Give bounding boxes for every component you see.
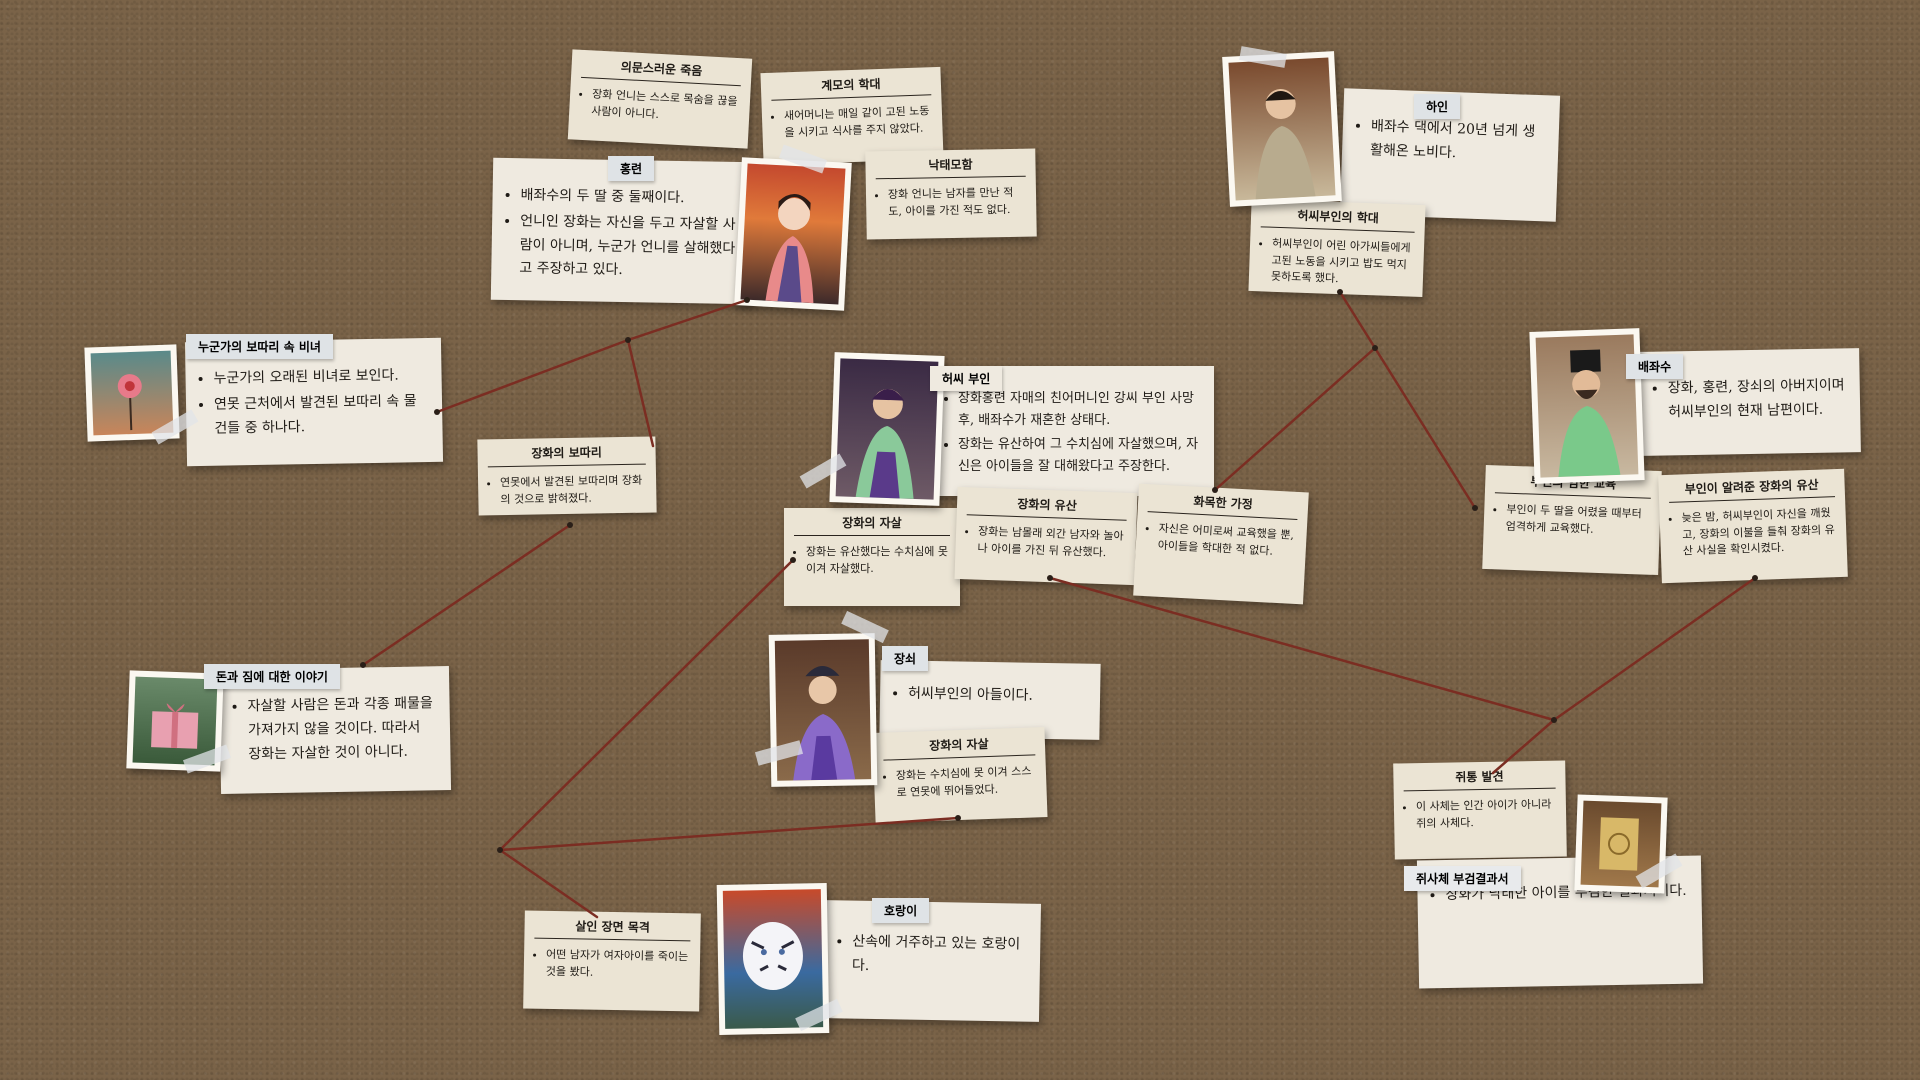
pin (955, 815, 961, 821)
pin (1372, 345, 1378, 351)
autopsy-document-photo[interactable] (1574, 794, 1668, 894)
card-title: 허씨부인의 학대 (1260, 199, 1416, 233)
string-hub-hongryeon (626, 298, 749, 342)
card-item: 장화 언니는 남자를 만난 적도, 아이를 가진 적도 없다. (888, 185, 1027, 220)
card-title: 장화의 자살 (882, 727, 1036, 761)
clue-card-rat-found[interactable]: 쥐통 발견 이 사체는 인간 아이가 아니라 쥐의 사체다. (1393, 760, 1567, 860)
pin (625, 337, 631, 343)
card-item: 장화는 남몰래 외간 남자와 놀아나 아이를 가진 뒤 유산했다. (977, 524, 1126, 562)
string-hub2-jasal1 (498, 558, 795, 852)
clue-card-murder-witness[interactable]: 살인 장면 목격 어떤 남자가 여자아이를 죽이는 것을 봤다. (523, 910, 701, 1012)
card-item: 산속에 거주하고 있는 호랑이다. (852, 931, 1027, 982)
string-hub4-eomhan (1373, 346, 1477, 510)
character-name-tag: 장쇠 (882, 646, 929, 671)
clue-card-happy-family[interactable]: 화목한 가정 자신은 어미로써 교육했을 뿐, 아이들을 학대한 적 없다. (1133, 483, 1309, 605)
clue-card-janghwa-miscarriage[interactable]: 장화의 유산 장화는 남몰래 외간 남자와 놀아나 아이를 가진 뒤 유산했다. (954, 486, 1138, 586)
card-item: 장화, 홍련, 장쇠의 아버지이며 허씨부인의 현재 남편이다. (1668, 374, 1847, 425)
card-item: 누군가의 오래된 비녀로 보인다. (213, 364, 427, 392)
string-hub2-jasal2 (498, 816, 960, 852)
character-name-tag: 호랑이 (872, 898, 930, 923)
card-title: 부인이 알려준 장화의 유산 (1668, 469, 1836, 503)
clue-card-janghwa-bundle[interactable]: 장화의 보따리 연못에서 발견된 보따리며 장화의 것으로 밝혀졌다. (477, 436, 657, 516)
card-title: 낙태모함 (875, 148, 1026, 180)
pink-gift-box-photo[interactable] (126, 670, 224, 772)
string-bottari-donjim (361, 523, 572, 667)
jangsoe-portrait[interactable] (768, 633, 878, 787)
character-name-tag: 허씨 부인 (930, 366, 1003, 391)
card-item: 장화홍련 자매의 친어머니인 강씨 부인 사망 후, 배좌수가 재혼한 상태다. (958, 388, 1200, 432)
character-name-tag: 하인 (1414, 94, 1461, 119)
card-item: 장화는 수치심에 못 이겨 스스로 연못에 뛰어들었다. (896, 763, 1037, 801)
pin (1752, 575, 1758, 581)
card-title: 장화의 보따리 (487, 436, 646, 468)
clue-card-janghwa-suicide[interactable]: 장화의 자살 장화는 유산했다는 수치심에 못 이겨 자살했다. (784, 508, 960, 606)
card-title: 쥐통 발견 (1403, 760, 1556, 792)
string-hub2-sarin (498, 848, 599, 919)
card-title: 화목한 가정 (1147, 484, 1299, 520)
pin (744, 297, 750, 303)
card-item: 허씨부인의 아들이다. (908, 683, 1086, 710)
card-item: 이 사체는 인간 아이가 아니라 쥐의 사체다. (1416, 797, 1557, 832)
clue-name-tag: 돈과 짐에 대한 이야기 (204, 664, 340, 689)
pin (1047, 575, 1053, 581)
pin (497, 847, 503, 853)
pin (1551, 717, 1557, 723)
character-name-tag: 홍련 (608, 156, 655, 181)
clue-card-miscarriage-told[interactable]: 부인이 알려준 장화의 유산 늦은 밤, 허씨부인이 자신을 깨웠고, 장화의 … (1658, 468, 1848, 584)
card-item: 장화 언니는 스스로 목숨을 끊을 사람이 아니다. (591, 86, 741, 127)
card-item: 장화는 유산하여 그 수치심에 자살했으며, 자신은 아이들을 잘 대해왔다고 … (958, 434, 1200, 478)
string-hwamok-hub4 (1213, 346, 1377, 492)
card-item: 자살할 사람은 돈과 각종 패물을 가져가지 않을 것이다. 따라서 장화는 자… (247, 692, 436, 767)
pin (1212, 487, 1218, 493)
card-item: 장화는 유산했다는 수치심에 못 이겨 자살했다. (806, 544, 950, 577)
pin (360, 662, 366, 668)
hongryeon-portrait[interactable] (734, 157, 852, 311)
clue-name-tag: 누군가의 보따리 속 비녀 (186, 334, 333, 359)
character-name-tag: 배좌수 (1626, 354, 1684, 379)
string-hub4-hain (1338, 290, 1377, 350)
clue-card-lady-heo-abuse[interactable]: 허씨부인의 학대 허씨부인이 어린 아가씨들에게 고된 노동을 시키고 밥도 먹… (1248, 198, 1426, 298)
pin (434, 409, 440, 415)
pin (567, 522, 573, 528)
card-title: 의문스러운 죽음 (580, 49, 743, 87)
card-item: 배좌수 댁에서 20년 넘게 생활해온 노비다. (1370, 115, 1546, 169)
card-title: 계모의 학대 (770, 67, 932, 101)
card-item: 어떤 남자가 여자아이를 죽이는 것을 봤다. (546, 947, 691, 983)
string-binyeo-hub (435, 338, 630, 414)
white-tiger-portrait[interactable] (716, 883, 830, 1035)
bae-jwasu-portrait[interactable] (1529, 328, 1645, 484)
card-item: 부인이 두 딸을 어렸을 때부터 엄격하게 교육했다. (1505, 502, 1650, 540)
card-title: 장화의 자살 (794, 508, 950, 536)
card-title: 장화의 유산 (966, 487, 1128, 521)
character-card-tiger[interactable]: 산속에 거주하고 있는 호랑이다. (822, 900, 1042, 1022)
card-item: 배좌수의 두 딸 중 둘째이다. (520, 184, 740, 212)
card-item: 자신은 어미로써 교육했을 뿐, 아이들을 학대한 적 없다. (1157, 521, 1297, 561)
clue-card-suspicious-death[interactable]: 의문스러운 죽음 장화 언니는 스스로 목숨을 끊을 사람이 아니다. (567, 49, 753, 149)
card-item: 늦은 밤, 허씨부인이 자신을 깨웠고, 장화의 이불을 들춰 장화의 유산 사… (1681, 505, 1837, 560)
card-title: 살인 장면 목격 (534, 910, 691, 942)
lady-heo-portrait[interactable] (829, 352, 945, 506)
card-item: 새어머니는 매일 같이 고된 노동을 시키고 식사를 주지 않았다. (784, 103, 933, 141)
clue-name-tag: 쥐사체 부검결과서 (1404, 866, 1521, 891)
string-hub3-allyeojun (1552, 576, 1757, 722)
clue-card-abortion-frame[interactable]: 낙태모함 장화 언니는 남자를 만난 적도, 아이를 가진 적도 없다. (865, 148, 1037, 240)
card-item: 언니인 장화는 자신을 두고 자살할 사람이 아니며, 누군가 언니를 살해했다… (519, 210, 740, 285)
servant-portrait[interactable] (1222, 51, 1342, 207)
pin (1472, 505, 1478, 511)
pin (790, 557, 796, 563)
card-item: 연못에서 발견된 보따리며 장화의 것으로 밝혀졌다. (500, 473, 647, 509)
character-card-lady-heo[interactable]: 장화홍련 자매의 친어머니인 강씨 부인 사망 후, 배좌수가 재혼한 상태다.… (930, 366, 1214, 496)
pin (1337, 289, 1343, 295)
hairpin-flower-photo[interactable] (84, 344, 180, 442)
card-item: 허씨부인이 어린 아가씨들에게 고된 노동을 시키고 밥도 먹지 못하도록 했다… (1271, 236, 1415, 290)
clue-card-janghwa-suicide-pond[interactable]: 장화의 자살 장화는 수치심에 못 이겨 스스로 연못에 뛰어들었다. (872, 727, 1048, 823)
card-item: 연못 근처에서 발견된 보따리 속 물건들 중 하나다. (214, 390, 429, 441)
string-hub-bottari (626, 338, 655, 448)
